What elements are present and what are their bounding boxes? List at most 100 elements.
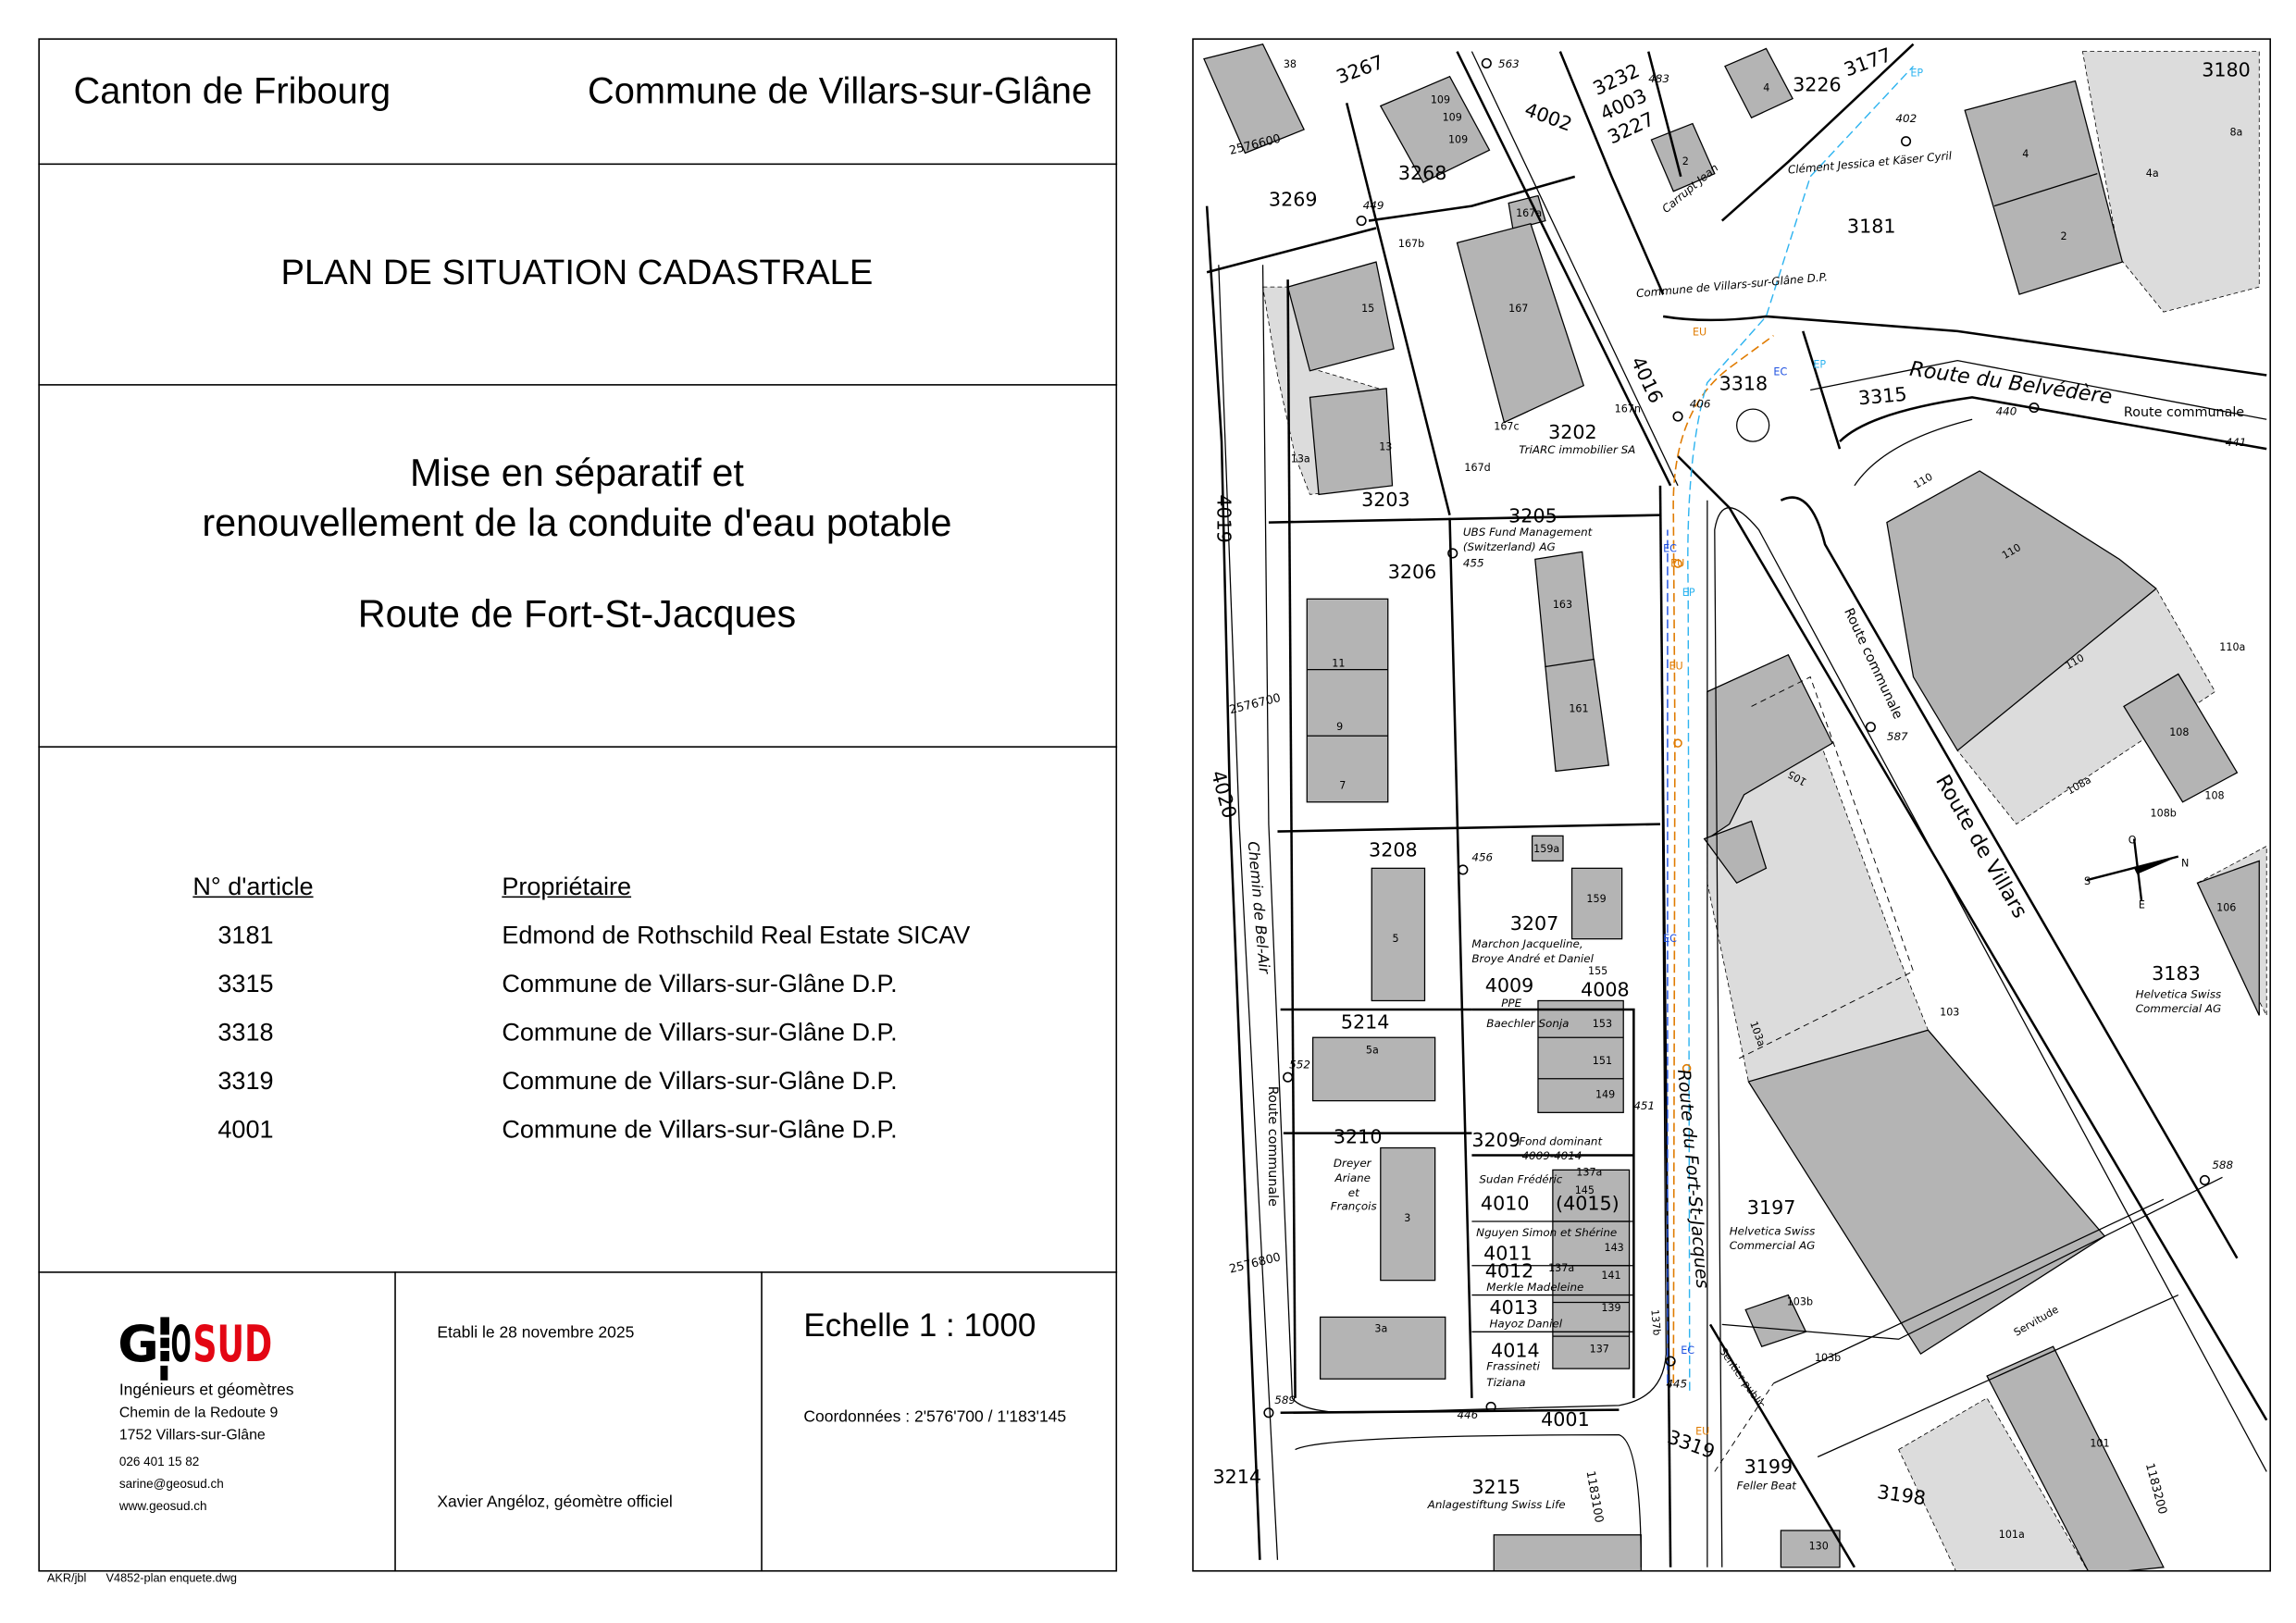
parcel-label: 4010 — [1481, 1192, 1530, 1214]
owner-name: Commune de Villars-sur-Glâne D.P. — [502, 1115, 898, 1144]
building-number: 101 — [2090, 1437, 2109, 1449]
owner-label: et — [1348, 1186, 1360, 1199]
point-label: 552 — [1289, 1059, 1310, 1072]
building-number: 167d — [1464, 462, 1490, 474]
parcel-label: 4016 — [1627, 353, 1668, 407]
building-number: 7 — [1339, 779, 1346, 791]
geosud-logo: G O SUD — [118, 1313, 279, 1387]
owner-label: Merkle Madeleine — [1486, 1281, 1583, 1294]
parcel-label: 4020 — [1207, 768, 1241, 821]
building-number: 3 — [1404, 1212, 1410, 1224]
title-block-frame — [38, 38, 1118, 1572]
parcel-label: 3268 — [1398, 162, 1447, 184]
building-number: 5 — [1393, 933, 1399, 945]
article-number: 3318 — [217, 1018, 274, 1047]
point-label: 441 — [2226, 436, 2247, 449]
owner-label: UBS Fund Management — [1463, 526, 1594, 539]
building-number: 109 — [1448, 133, 1468, 145]
parcel-label: 3206 — [1388, 561, 1437, 583]
owner-label: (Switzerland) AG — [1463, 540, 1556, 553]
owner-label: Feller Beat — [1737, 1479, 1798, 1492]
project-line-1: Mise en séparatif et — [410, 450, 744, 495]
owner-label: Fond dominant — [1519, 1134, 1603, 1147]
map-frame — [1192, 38, 2271, 1572]
building-number: 106 — [2216, 901, 2236, 913]
date-established: Etabli le 28 novembre 2025 — [437, 1324, 635, 1343]
road-label: Route communale — [1841, 606, 1905, 722]
article-number: 4001 — [217, 1115, 274, 1144]
file-ref-name: V4852-plan enquete.dwg — [105, 1571, 238, 1585]
building-number: 103b — [1787, 1296, 1813, 1308]
building-number: 108b — [2151, 808, 2177, 820]
parcel-label: 4011 — [1483, 1242, 1533, 1264]
svg-text:G: G — [118, 1315, 159, 1373]
building-number: 2 — [2061, 230, 2067, 242]
parcel-label: 3318 — [1719, 372, 1769, 394]
building-number: 143 — [1605, 1242, 1624, 1254]
owner-label: Commercial AG — [2136, 1002, 2222, 1015]
building-number: 8a — [2229, 126, 2242, 138]
network-label: EC — [1681, 1344, 1694, 1357]
parcel-label: 3208 — [1369, 839, 1418, 861]
compass-labels: N S O E — [2084, 834, 2189, 911]
utility-networks — [1667, 66, 1915, 1391]
owner-label: Helvetica Swiss — [1730, 1224, 1816, 1237]
building-number: 137 — [1590, 1344, 1609, 1356]
plan-title: PLAN DE SITUATION CADASTRALE — [280, 253, 874, 293]
project-line-3: Route de Fort-St-Jacques — [357, 591, 797, 637]
building-number: 11 — [1332, 657, 1345, 669]
building-number: 155 — [1588, 965, 1607, 977]
building-number: 167a — [1516, 207, 1542, 219]
building-number: 3a — [1374, 1322, 1387, 1334]
north-arrow-icon — [2086, 838, 2179, 901]
parcel-label: 4019 — [1212, 494, 1235, 543]
owner-label: François — [1331, 1199, 1377, 1212]
parcel-label: 4013 — [1489, 1296, 1538, 1319]
road-label: Sentier public — [1717, 1345, 1768, 1410]
building-number: 110a — [2219, 641, 2245, 653]
building-number: 137a — [1576, 1167, 1602, 1179]
building-number: 109 — [1431, 93, 1450, 105]
building-number: 153 — [1593, 1018, 1612, 1030]
file-ref-initials: AKR/jbl — [46, 1571, 87, 1585]
compass-south: S — [2084, 875, 2091, 887]
owner-label: Commercial AG — [1730, 1239, 1816, 1252]
divider — [38, 1271, 1118, 1273]
point-label: 451 — [1633, 1099, 1655, 1112]
point-label: 587 — [1887, 730, 1908, 743]
project-line-2: renouvellement de la conduite d'eau pota… — [202, 500, 952, 545]
building-number: 110 — [1912, 471, 1935, 491]
network-label: EP — [1682, 587, 1695, 599]
coordinates-label: Coordonnées : 2'576'700 / 1'183'145 — [803, 1408, 1067, 1427]
network-label: EC — [1663, 933, 1677, 945]
parcel-label: 3181 — [1847, 215, 1896, 237]
building-number: 167b — [1398, 238, 1424, 250]
owner-name: Commune de Villars-sur-Glâne D.P. — [502, 970, 898, 998]
network-label: EC — [1663, 542, 1677, 554]
divider — [38, 746, 1118, 748]
owner-label: Frassineti — [1486, 1360, 1540, 1373]
owner-label: Dreyer — [1334, 1157, 1372, 1170]
parcel-label: 3180 — [2202, 59, 2251, 81]
point-label: 456 — [1471, 850, 1493, 863]
building-number: 4 — [2022, 148, 2029, 160]
parcel-label: 3197 — [1747, 1196, 1796, 1219]
parcel-label: 3207 — [1510, 912, 1559, 935]
point-label: 589 — [1274, 1394, 1296, 1406]
network-label: EU — [1670, 557, 1684, 569]
parcel-label: 3199 — [1744, 1456, 1793, 1478]
building-number: 145 — [1575, 1184, 1595, 1196]
coordinate-label: 1183100 — [1583, 1469, 1607, 1523]
svg-text:SUD: SUD — [192, 1315, 272, 1373]
point-label: 563 — [1498, 57, 1520, 70]
building-numbers: 38 109 109 109 4 2 4 2 4a 8a 167a 167 16… — [1284, 58, 2246, 1553]
parcel-label: 4009 — [1485, 974, 1534, 997]
owner-label: Anlagestiftung Swiss Life — [1427, 1498, 1566, 1511]
point-label: 440 — [1996, 404, 2017, 417]
divider — [38, 163, 1118, 166]
company-tagline: Ingénieurs et géomètres — [118, 1381, 294, 1400]
building-number: 4a — [2146, 167, 2159, 180]
scale-label: Echelle 1 : 1000 — [803, 1307, 1036, 1344]
column-header-article: N° d'article — [192, 873, 314, 901]
